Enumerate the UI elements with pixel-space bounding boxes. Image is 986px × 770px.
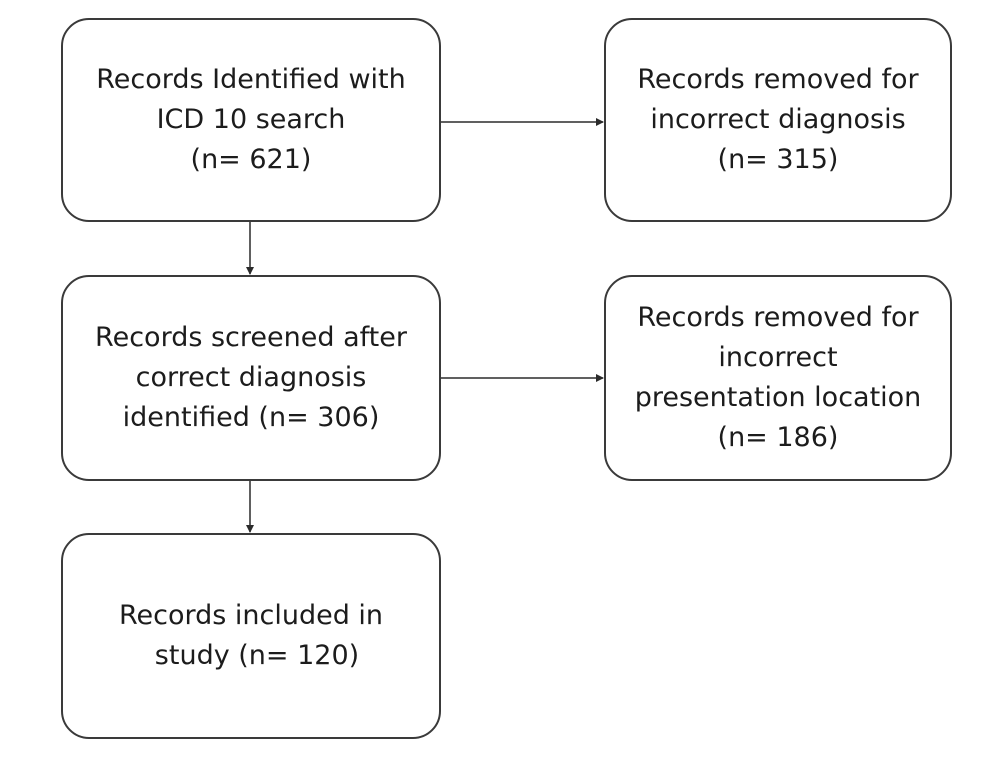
records-removed-diagnosis-box: Records removed for incorrect diagnosis …: [604, 18, 952, 222]
records-removed-location-line-2: incorrect: [718, 342, 838, 373]
records-identified-line-2: ICD 10 search: [156, 104, 346, 135]
records-included-box: Records included in study (n= 120): [61, 533, 441, 739]
records-removed-location-line-3: presentation location: [634, 382, 922, 413]
records-included-count: study (n= 120): [154, 640, 360, 671]
records-screened-box: Records screened after correct diagnosis…: [61, 275, 441, 481]
records-removed-location-box: Records removed for incorrect presentati…: [604, 275, 952, 481]
records-removed-location-line-1: Records removed for: [637, 302, 919, 333]
records-screened-line-1: Records screened after: [95, 322, 407, 353]
records-removed-diagnosis-line-2: incorrect diagnosis: [650, 104, 906, 135]
records-identified-line-1: Records Identified with: [96, 64, 406, 95]
records-identified-box: Records Identified with ICD 10 search (n…: [61, 18, 441, 222]
records-removed-diagnosis-count: (n= 315): [717, 144, 839, 175]
records-identified-count: (n= 621): [190, 144, 312, 175]
records-removed-diagnosis-line-1: Records removed for: [637, 64, 919, 95]
records-screened-count: identified (n= 306): [122, 402, 380, 433]
records-included-line-1: Records included in: [118, 600, 384, 631]
records-removed-location-count: (n= 186): [717, 422, 839, 453]
records-screened-line-2: correct diagnosis: [135, 362, 367, 393]
